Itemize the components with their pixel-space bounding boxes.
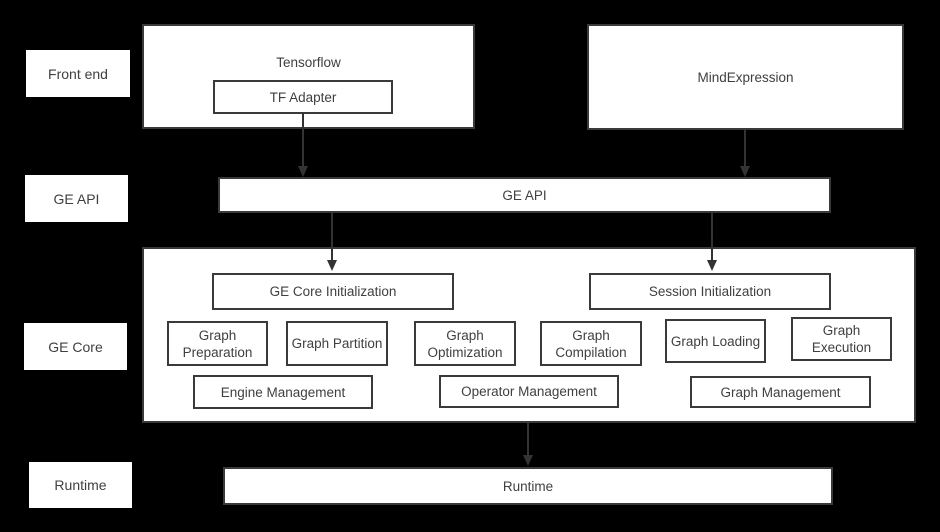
arrow-line xyxy=(527,423,529,455)
ge-core-box: GE Core Initialization Session Initializ… xyxy=(142,247,916,423)
ge-api-bar: GE API xyxy=(218,177,831,213)
arrow-mindexpression-to-ge-api xyxy=(740,130,750,177)
arrow-ge-api-to-session-initialization xyxy=(707,213,717,271)
runtime-bar: Runtime xyxy=(223,467,833,505)
arrow-ge-api-to-ge-core-initialization xyxy=(327,213,337,271)
arrow-tf-adapter-to-ge-api xyxy=(298,113,308,177)
tensorflow-label: Tensorflow xyxy=(276,55,341,70)
arrow-head-icon xyxy=(707,260,717,271)
tensorflow-box: Tensorflow TF Adapter xyxy=(142,24,475,129)
graph-management-box: Graph Management xyxy=(690,376,871,408)
module-box-graph-execution: Graph Execution xyxy=(791,317,892,361)
arrow-line xyxy=(744,130,746,166)
module-box-graph-partition: Graph Partition xyxy=(286,321,388,366)
arrow-line xyxy=(331,213,333,260)
arrow-head-icon xyxy=(523,455,533,466)
mindexpression-box: MindExpression xyxy=(587,24,904,130)
side-label-runtime: Runtime xyxy=(29,462,132,508)
side-label-ge-core: GE Core xyxy=(24,323,127,370)
arrow-head-icon xyxy=(740,166,750,177)
arrow-line xyxy=(711,213,713,260)
arrow-ge-core-to-runtime xyxy=(523,423,533,466)
module-box-graph-loading: Graph Loading xyxy=(665,319,766,363)
arrow-line xyxy=(302,113,304,166)
engine-management-box: Engine Management xyxy=(193,375,373,409)
module-box-graph-preparation: Graph Preparation xyxy=(167,321,268,366)
arrow-head-icon xyxy=(298,166,308,177)
side-label-front-end: Front end xyxy=(26,50,130,97)
side-label-ge-api: GE API xyxy=(25,175,128,222)
arrow-head-icon xyxy=(327,260,337,271)
session-initialization-box: Session Initialization xyxy=(589,273,831,310)
ge-core-initialization-box: GE Core Initialization xyxy=(212,273,454,310)
tf-adapter-box: TF Adapter xyxy=(213,80,393,114)
module-box-graph-optimization: Graph Optimization xyxy=(414,321,516,366)
module-box-graph-compilation: Graph Compilation xyxy=(540,321,642,366)
operator-management-box: Operator Management xyxy=(439,375,619,408)
